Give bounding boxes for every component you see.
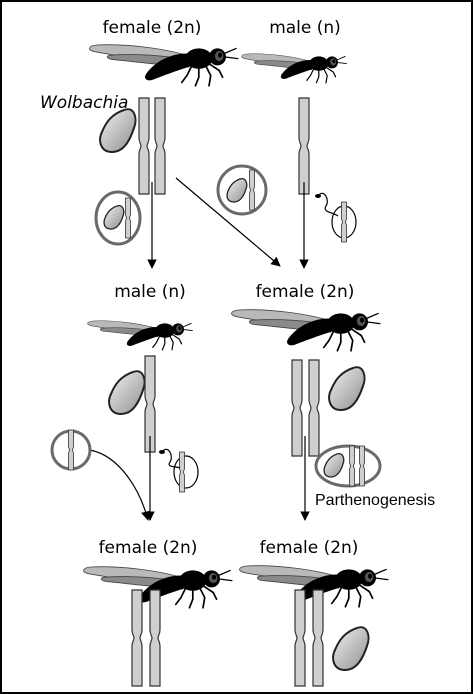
mid-female-chromosome-1 — [292, 360, 302, 456]
mid-female-fly-icon — [232, 310, 380, 351]
bottom-right-wolbachia-bacterium — [333, 627, 368, 670]
mid-male-wolbachia-bacterium — [109, 371, 144, 414]
egg-without-wolbachia-left — [52, 430, 90, 470]
mid-female-chromosome-2 — [309, 360, 319, 456]
top-female-fly-icon — [90, 45, 238, 86]
bottom-right-chromosome-2 — [313, 590, 323, 686]
top-female-label: female (2n) — [103, 18, 202, 38]
mid-male-fly-icon — [88, 321, 193, 350]
bottom-right-chromosome-1 — [295, 590, 305, 686]
top-female-chromosome-1 — [139, 98, 149, 194]
top-male-label: male (n) — [269, 18, 341, 38]
top-female-chromosome-2 — [155, 98, 165, 194]
bottom-left-chromosome-2 — [150, 590, 160, 686]
sperm-fertilization-middle — [159, 449, 198, 492]
top-female-wolbachia-bacterium — [100, 109, 135, 152]
mid-female-wolbachia-bacterium — [329, 367, 364, 410]
arrow-curved-egg-to-bottom-left — [90, 450, 148, 520]
bottom-left-female-label: female (2n) — [99, 538, 198, 558]
mid-female-label: female (2n) — [256, 282, 355, 302]
wolbachia-label: Wolbachia — [40, 93, 128, 113]
top-male-chromosome — [299, 98, 309, 194]
egg-with-wolbachia-left — [96, 192, 140, 244]
egg-with-wolbachia-diagonal — [218, 166, 266, 214]
bottom-right-female-label: female (2n) — [260, 538, 359, 558]
sperm-fertilization-top — [315, 193, 356, 242]
top-male-fly-icon — [242, 54, 347, 83]
bottom-left-chromosome-1 — [132, 590, 142, 686]
parthenogenesis-label: Parthenogenesis — [315, 492, 435, 509]
mid-male-label: male (n) — [114, 282, 186, 302]
egg-parthenogenesis — [316, 446, 380, 486]
